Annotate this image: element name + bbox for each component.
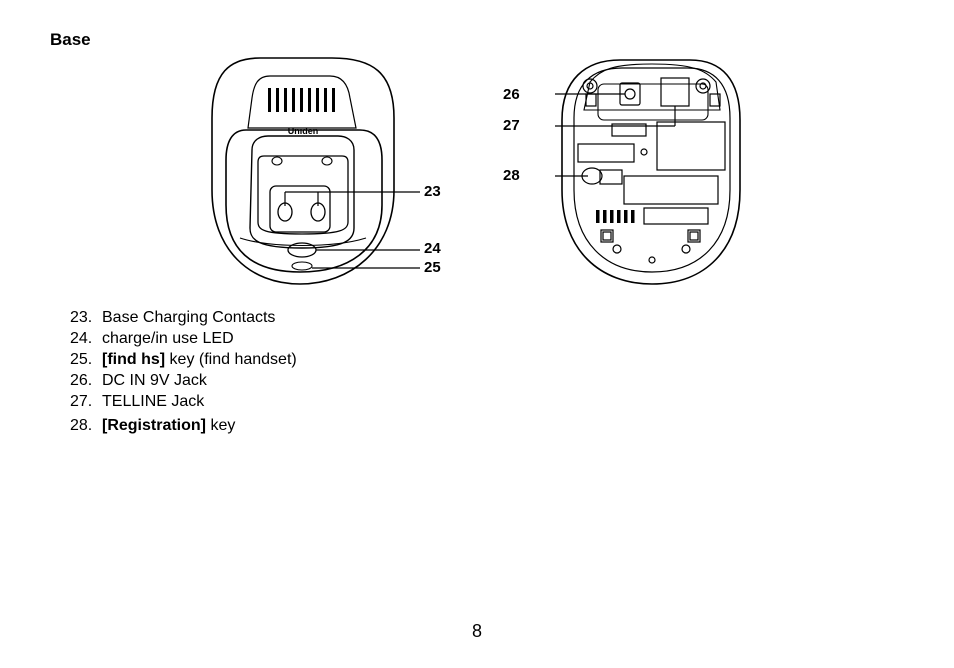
list-item: 23.Base Charging Contacts bbox=[70, 309, 276, 326]
callout-24: 24 bbox=[424, 240, 441, 257]
page-number: 8 bbox=[471, 621, 482, 641]
base-bottom-illustration bbox=[555, 59, 741, 285]
callout-25: 25 bbox=[424, 259, 441, 276]
list-item: 28.[Registration] key bbox=[70, 417, 236, 434]
callout-27: 27 bbox=[503, 117, 520, 134]
base-front-illustration: Uniden bbox=[211, 57, 420, 285]
parts-list: 23.Base Charging Contacts 24.charge/in u… bbox=[70, 307, 297, 436]
section-heading: Base bbox=[50, 30, 91, 49]
list-item: 24.charge/in use LED bbox=[70, 330, 234, 347]
list-item: 25.[find hs] key (find handset) bbox=[70, 351, 297, 368]
callout-23: 23 bbox=[424, 183, 441, 200]
brand-logo: Uniden bbox=[288, 126, 319, 136]
list-item: 26.DC IN 9V Jack bbox=[70, 372, 207, 389]
list-item: 27.TELLINE Jack bbox=[70, 393, 205, 410]
callout-26: 26 bbox=[503, 86, 520, 103]
callout-28: 28 bbox=[503, 167, 520, 184]
